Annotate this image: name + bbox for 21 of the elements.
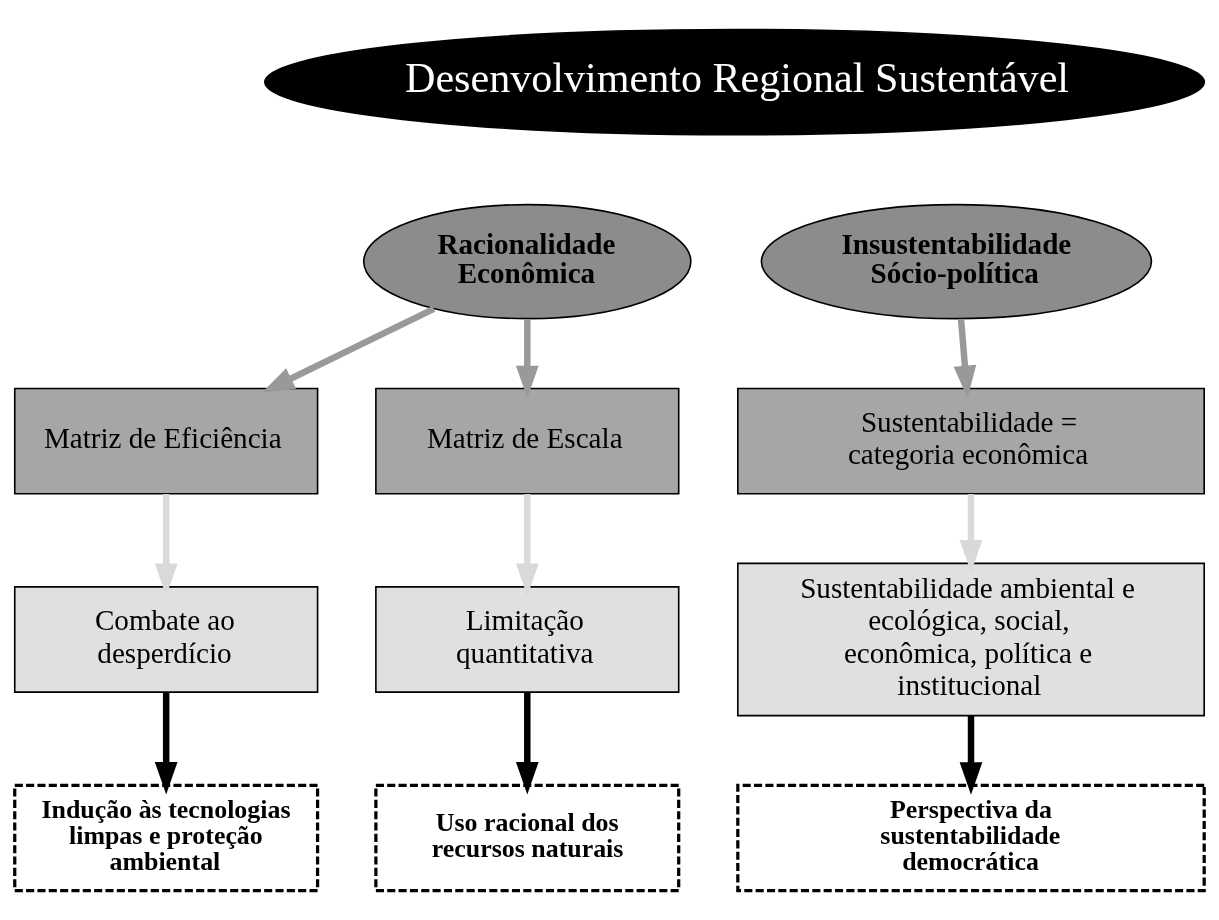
node-box: Matriz de Escala [375, 387, 680, 495]
arrow [154, 692, 178, 795]
arrow [154, 494, 178, 597]
node-box: Sustentabilidade = categoria econômica [737, 387, 1205, 495]
node-box: Combate ao desperdício [13, 586, 319, 693]
arrow [959, 494, 983, 573]
arrow [261, 305, 436, 393]
node-box: Limitação quantitativa [375, 586, 680, 693]
arrow [515, 494, 539, 597]
node-box: Uso racional dos recursos naturais [374, 783, 681, 893]
node-ellipse: Insustentabilidade Sócio-política [760, 203, 1153, 320]
node-ellipse: Racionalidade Econômica [362, 203, 692, 320]
arrow [959, 716, 983, 795]
arrow [515, 692, 539, 795]
node-box: Perspectiva da sustentabilidade democrática [736, 783, 1206, 893]
node-ellipse: Desenvolvimento Regional Sustentável [264, 28, 1206, 136]
arrow [953, 318, 977, 399]
node-box: Indução às tecnologias limpas e proteção ambiental [13, 783, 320, 893]
node-box: Matriz de Eficiência [13, 387, 319, 495]
arrow [515, 319, 539, 399]
node-box: Sustentabilidade ambiental e ecológica, social, econômica, política e institucional [737, 562, 1205, 717]
